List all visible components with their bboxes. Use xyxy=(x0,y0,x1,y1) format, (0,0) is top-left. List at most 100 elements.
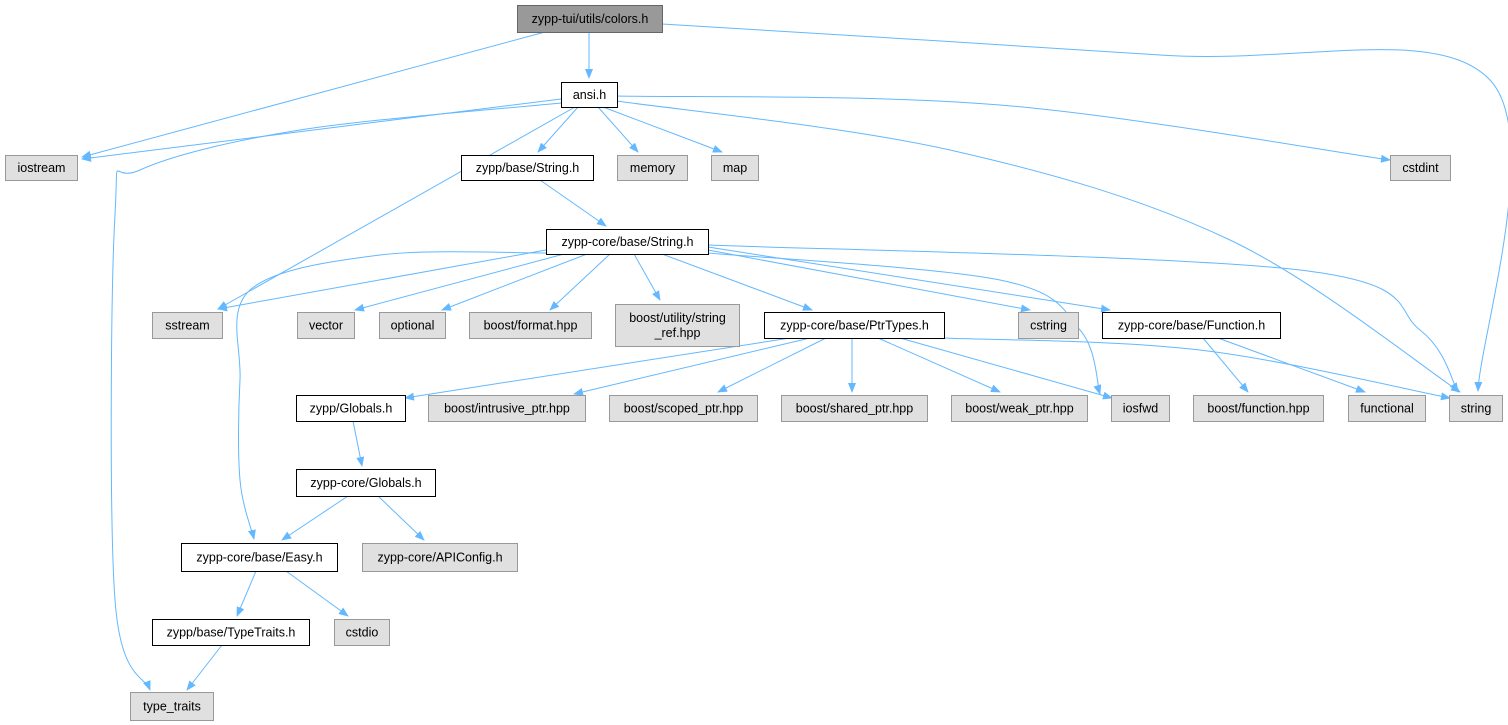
node-iostream[interactable]: iostream xyxy=(5,155,78,181)
node-box xyxy=(711,155,759,181)
node-zypp-base-typetraits-h[interactable]: zypp/base/TypeTraits.h xyxy=(152,619,310,646)
edge-zypp-core-base-string-h-to-cstring xyxy=(707,249,1031,313)
node-label: zypp/Globals.h xyxy=(310,402,393,416)
edge-zypp-globals-h-to-zypp-core-globals-h xyxy=(352,420,365,467)
edge-ansi-h-to-cstdint xyxy=(616,95,1391,163)
node-box xyxy=(152,312,223,339)
edge-zypp-core-base-string-h-to-vector xyxy=(354,253,565,312)
node-label: ansi.h xyxy=(573,88,606,102)
node-label: iostream xyxy=(18,161,66,175)
node-box xyxy=(781,395,928,422)
node-type-traits[interactable]: type_traits xyxy=(130,692,214,721)
edge-colors-h-to-string xyxy=(661,23,1508,392)
node-box xyxy=(152,619,310,646)
node-boost-shared-ptr-hpp[interactable]: boost/shared_ptr.hpp xyxy=(781,395,928,422)
node-label: optional xyxy=(391,319,435,333)
node-zypp-core-globals-h[interactable]: zypp-core/Globals.h xyxy=(296,469,436,497)
edge-ansi-h-to-memory xyxy=(597,106,639,153)
edge-zypp-core-base-function-h-to-boost-function-hpp xyxy=(1202,337,1249,393)
edge-zypp-core-base-ptrtypes-h-to-string xyxy=(943,337,1451,401)
node-ansi-h[interactable]: ansi.h xyxy=(561,82,618,108)
node-box xyxy=(362,543,518,572)
node-map[interactable]: map xyxy=(711,155,759,181)
node-boost-weak-ptr-hpp[interactable]: boost/weak_ptr.hpp xyxy=(951,395,1088,422)
node-box xyxy=(1111,395,1170,422)
node-box xyxy=(1193,395,1324,422)
node-label: boost/function.hpp xyxy=(1207,402,1309,416)
node-boost-format-hpp[interactable]: boost/format.hpp xyxy=(469,312,592,339)
node-iosfwd[interactable]: iosfwd xyxy=(1111,395,1170,422)
node-label: boost/format.hpp xyxy=(484,319,578,333)
node-label: zypp/base/TypeTraits.h xyxy=(167,626,296,640)
edge-ansi-h-to-string xyxy=(616,100,1461,393)
node-zypp-core-base-function-h[interactable]: zypp-core/base/Function.h xyxy=(1102,312,1281,339)
node-memory[interactable]: memory xyxy=(617,155,688,181)
node-cstdio[interactable]: cstdio xyxy=(334,619,390,646)
node-label: zypp-core/APIConfig.h xyxy=(377,551,502,565)
node-box xyxy=(561,82,618,108)
node-box xyxy=(517,5,663,33)
edge-zypp-core-base-string-h-to-boost-utility-string-ref-hpp xyxy=(633,253,661,301)
node-label: zypp-core/base/Function.h xyxy=(1118,319,1265,333)
node-boost-utility-string-ref-hpp[interactable]: boost/utility/string_ref.hpp xyxy=(615,304,740,347)
edge-zypp-base-string-h-to-zypp-core-base-string-h xyxy=(539,179,607,227)
edge-zypp-core-base-string-h-to-boost-format-hpp xyxy=(549,253,611,311)
node-label: boost/scoped_ptr.hpp xyxy=(624,402,744,416)
edge-zypp-core-base-function-h-to-functional xyxy=(1217,337,1366,393)
node-box xyxy=(296,469,436,497)
node-box xyxy=(5,155,78,181)
node-box xyxy=(297,312,355,339)
node-boost-function-hpp[interactable]: boost/function.hpp xyxy=(1193,395,1324,422)
node-label: vector xyxy=(309,319,343,333)
node-box xyxy=(461,155,594,181)
node-label: zypp/base/String.h xyxy=(476,161,580,175)
node-label: zypp-core/base/Easy.h xyxy=(196,551,322,565)
node-box xyxy=(1018,312,1079,339)
node-boost-scoped-ptr-hpp[interactable]: boost/scoped_ptr.hpp xyxy=(609,395,758,422)
node-label: _ref.hpp xyxy=(654,326,701,340)
node-functional[interactable]: functional xyxy=(1348,395,1426,422)
node-box xyxy=(1390,155,1451,181)
edge-zypp-core-base-string-h-to-zypp-core-base-function-h xyxy=(707,246,1111,313)
node-box xyxy=(764,312,945,339)
node-label: functional xyxy=(1360,402,1414,416)
node-box xyxy=(1449,395,1503,422)
node-boost-intrusive-ptr-hpp[interactable]: boost/intrusive_ptr.hpp xyxy=(428,395,586,422)
node-label: cstdint xyxy=(1402,161,1439,175)
node-string[interactable]: string xyxy=(1449,395,1503,422)
node-vector[interactable]: vector xyxy=(297,312,355,339)
node-zypp-core-apiconfig-h[interactable]: zypp-core/APIConfig.h xyxy=(362,543,518,572)
node-cstring[interactable]: cstring xyxy=(1018,312,1079,339)
edge-zypp-core-base-string-h-to-optional xyxy=(441,253,588,311)
node-box xyxy=(469,312,592,339)
node-label: cstdio xyxy=(346,626,379,640)
node-zypp-core-base-ptrtypes-h[interactable]: zypp-core/base/PtrTypes.h xyxy=(764,312,945,339)
node-zypp-core-base-easy-h[interactable]: zypp-core/base/Easy.h xyxy=(181,543,338,572)
edge-zypp-core-base-ptrtypes-h-to-boost-weak-ptr-hpp xyxy=(877,337,1001,393)
node-zypp-base-string-h[interactable]: zypp/base/String.h xyxy=(461,155,594,181)
edge-zypp-core-globals-h-to-zypp-core-base-easy-h xyxy=(281,495,349,541)
node-label: zypp-core/base/String.h xyxy=(561,235,693,249)
edge-zypp-core-base-easy-h-to-cstdio xyxy=(285,570,349,617)
edge-zypp-base-typetraits-h-to-type-traits xyxy=(186,644,223,691)
node-cstdint[interactable]: cstdint xyxy=(1390,155,1451,181)
node-box xyxy=(130,692,214,721)
edge-ansi-h-to-sstream xyxy=(217,106,576,310)
node-box xyxy=(181,543,338,572)
node-box xyxy=(609,395,758,422)
edge-zypp-core-base-ptrtypes-h-to-zypp-globals-h xyxy=(404,337,791,401)
node-label: zypp-core/Globals.h xyxy=(310,476,421,490)
nodes-layer: zypp-tui/utils/colors.h ansi.h iostream zyp… xyxy=(5,5,1503,721)
node-box xyxy=(379,312,446,339)
node-sstream[interactable]: sstream xyxy=(152,312,223,339)
node-optional[interactable]: optional xyxy=(379,312,446,339)
edge-zypp-core-base-string-h-to-sstream xyxy=(217,249,547,312)
node-label: boost/utility/string xyxy=(629,311,726,325)
node-label: boost/intrusive_ptr.hpp xyxy=(444,402,570,416)
node-zypp-globals-h[interactable]: zypp/Globals.h xyxy=(296,395,406,422)
node-zypp-core-base-string-h[interactable]: zypp-core/base/String.h xyxy=(546,229,709,255)
node-label: memory xyxy=(630,161,676,175)
edge-zypp-core-base-ptrtypes-h-to-boost-scoped-ptr-hpp xyxy=(717,337,827,393)
node-colors-h[interactable]: zypp-tui/utils/colors.h xyxy=(517,5,663,33)
edge-ansi-h-to-iostream xyxy=(81,98,562,162)
